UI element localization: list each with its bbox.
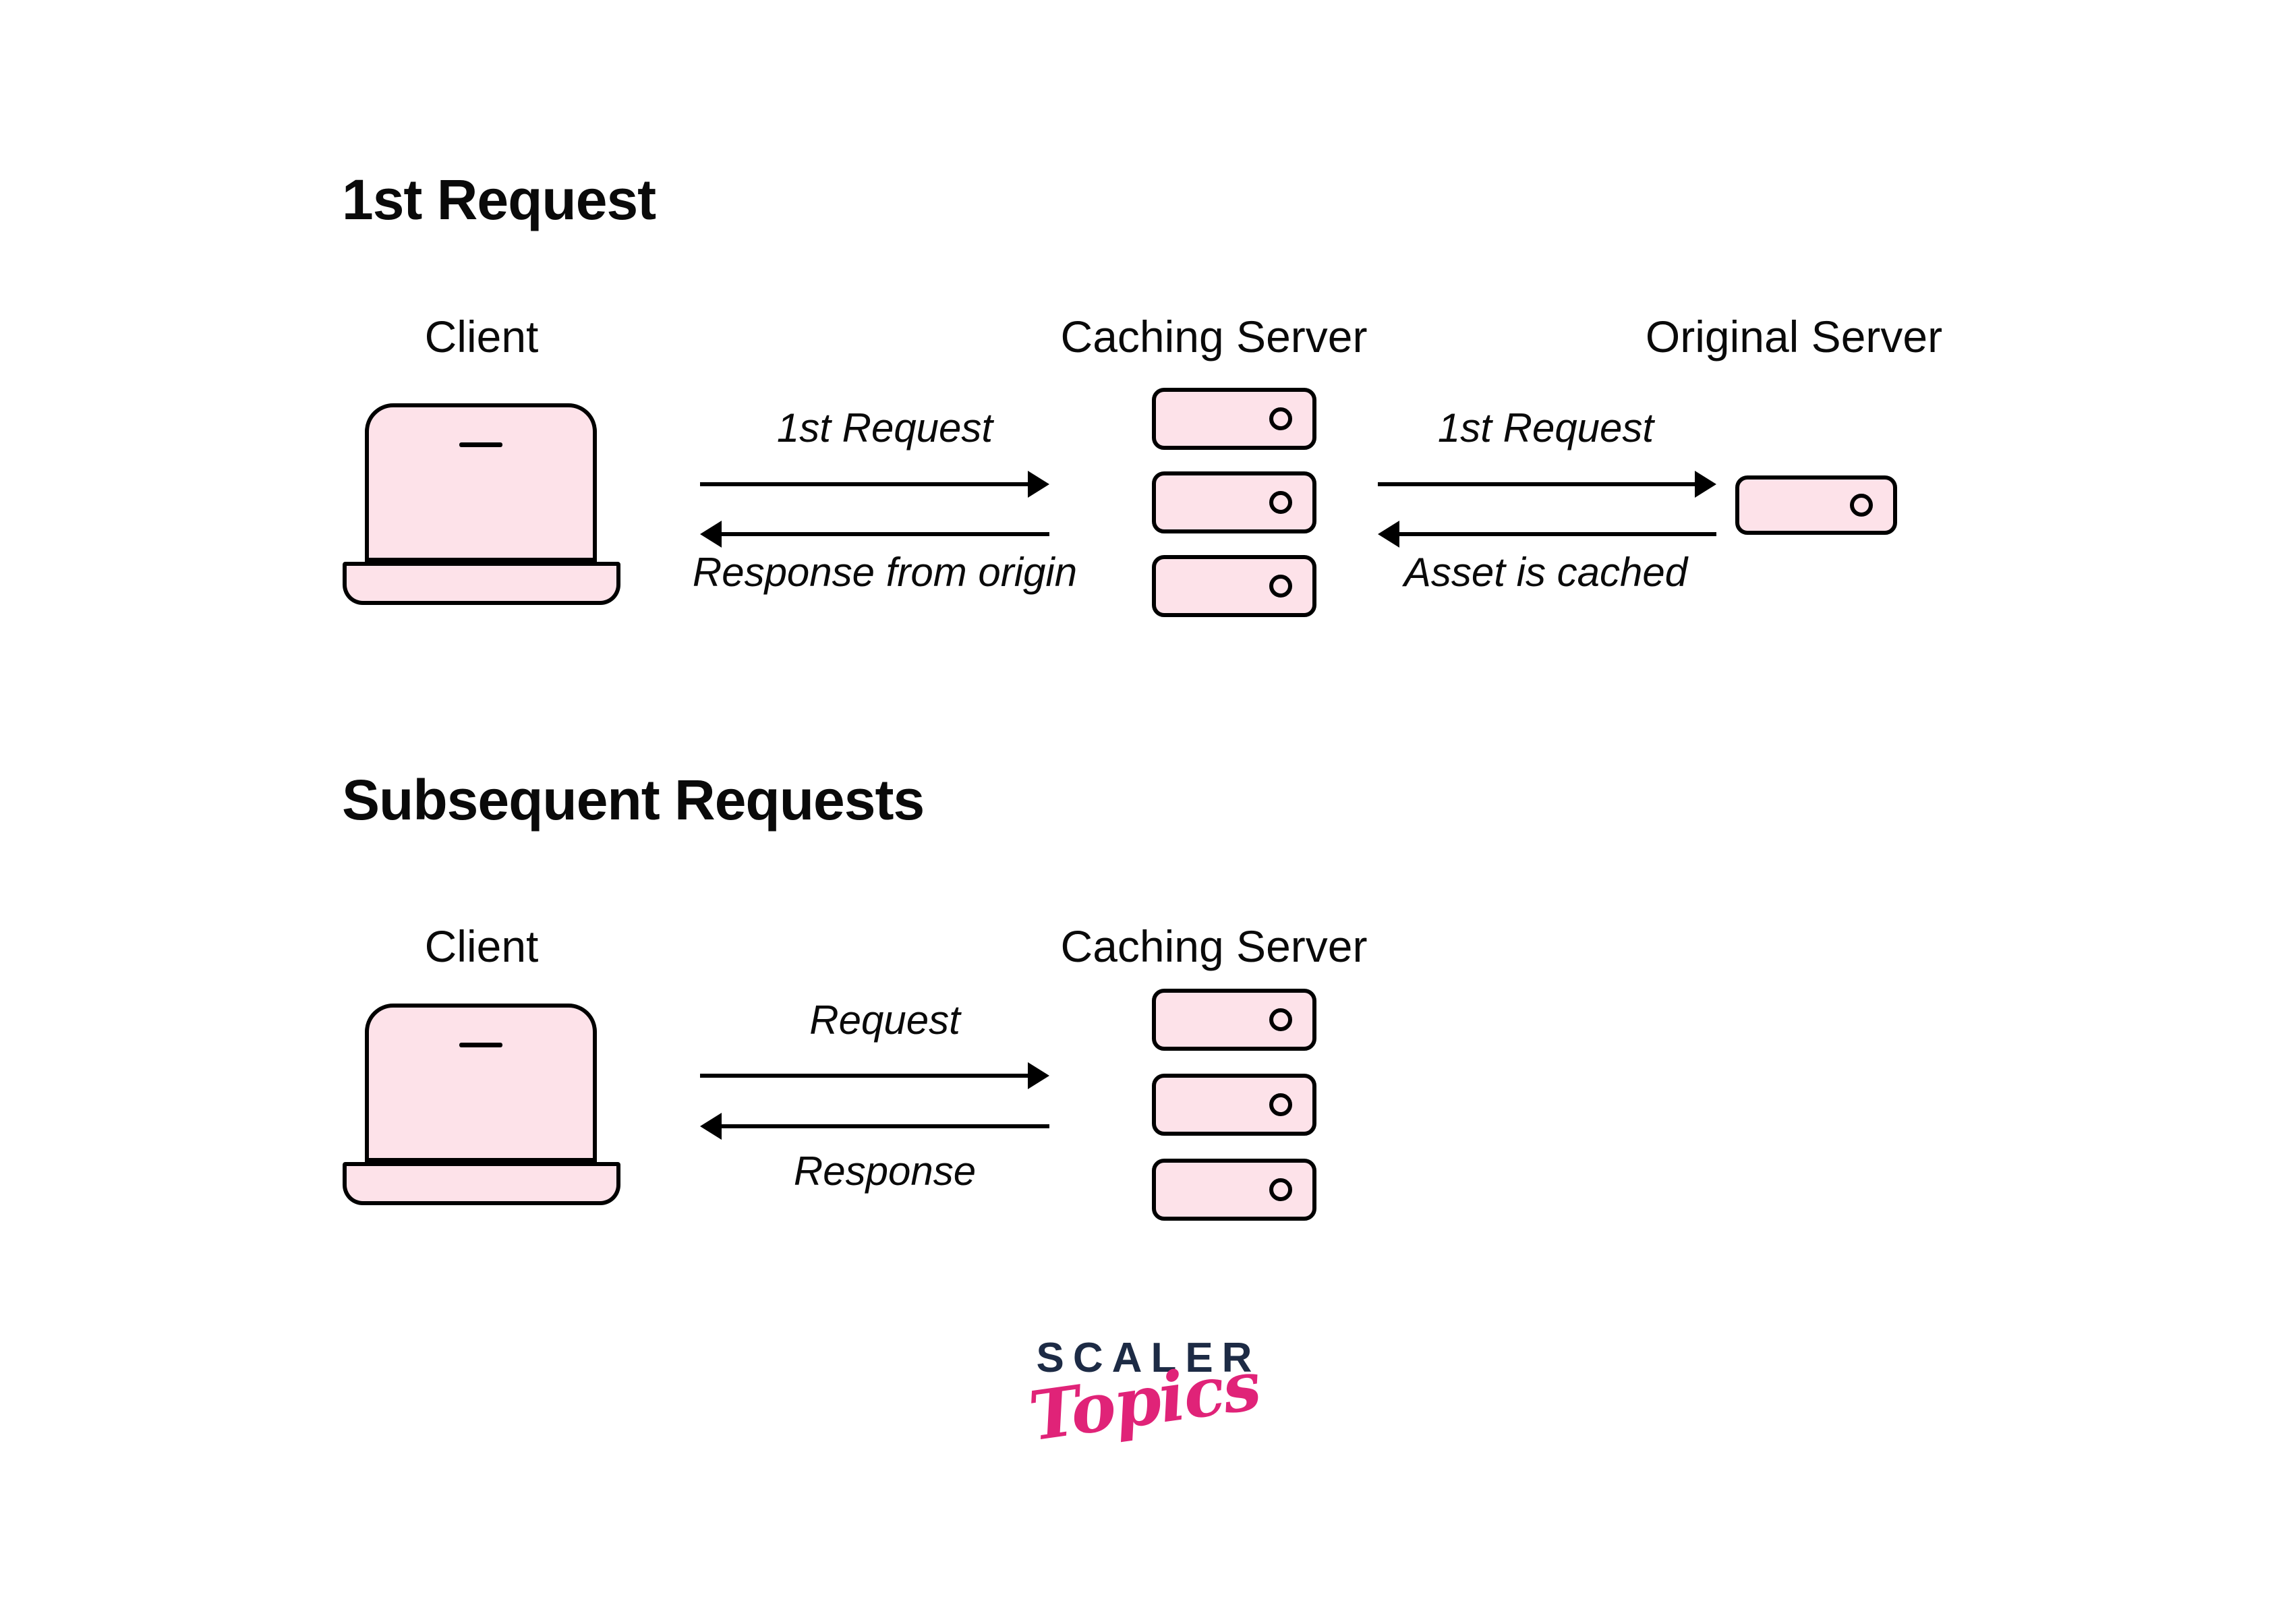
arrow-left-icon: [1378, 521, 1716, 548]
laptop-base: [343, 562, 620, 605]
arrow-head: [1028, 471, 1049, 498]
section1-caching-server-label: Caching Server: [1060, 312, 1368, 361]
request-arrow-label: 1st Request: [776, 405, 993, 451]
section1-original-server-label: Original Server: [1645, 312, 1943, 361]
section1-heading: 1st Request: [342, 168, 656, 231]
request-arrow-label: Request: [809, 997, 960, 1043]
arrow-shaft: [719, 1124, 1049, 1128]
server-box-icon: [1152, 388, 1316, 450]
server-indicator-dot: [1269, 407, 1292, 430]
server-indicator-dot: [1269, 1008, 1292, 1031]
arrow-head: [1695, 471, 1716, 498]
response-arrow-label: Response from origin: [692, 550, 1078, 595]
server-box-icon: [1152, 555, 1316, 617]
server-indicator-dot: [1850, 494, 1873, 517]
laptop-base: [343, 1162, 620, 1205]
server-indicator-dot: [1269, 575, 1292, 598]
arrow-head: [1028, 1062, 1049, 1089]
arrow-head: [700, 1113, 722, 1140]
arrow-shaft: [700, 482, 1031, 486]
request-arrow-label: 1st Request: [1437, 405, 1654, 451]
logo-brand-text: SCALER: [1036, 1335, 1261, 1381]
arrow-shaft: [700, 1074, 1031, 1078]
arrow-head: [1378, 521, 1399, 548]
arrow-left-icon: [700, 521, 1049, 548]
server-box-icon: [1152, 1074, 1316, 1136]
laptop-camera-line: [459, 1043, 502, 1047]
section2-caching-server-label: Caching Server: [1060, 921, 1368, 971]
laptop-camera-line: [459, 442, 502, 447]
laptop-screen: [365, 403, 597, 562]
arrow-shaft: [719, 532, 1049, 536]
response-arrow-label: Asset is cached: [1403, 550, 1688, 595]
arrow-left-icon: [700, 1113, 1049, 1140]
server-indicator-dot: [1269, 1093, 1292, 1116]
server-box-icon: [1152, 471, 1316, 533]
server-box-icon: [1735, 475, 1897, 535]
response-arrow-label: Response: [793, 1149, 977, 1194]
section1-client-label: Client: [424, 312, 539, 361]
server-indicator-dot: [1269, 491, 1292, 514]
arrow-shaft: [1397, 532, 1716, 536]
arrow-right-icon: [700, 471, 1049, 498]
server-box-icon: [1152, 1159, 1316, 1221]
arrow-shaft: [1378, 482, 1697, 486]
section2-heading: Subsequent Requests: [342, 768, 925, 832]
arrow-right-icon: [1378, 471, 1716, 498]
section2-client-label: Client: [424, 921, 539, 971]
server-indicator-dot: [1269, 1178, 1292, 1201]
server-box-icon: [1152, 989, 1316, 1051]
laptop-screen: [365, 1004, 597, 1162]
arrow-head: [700, 521, 722, 548]
arrow-right-icon: [700, 1062, 1049, 1089]
